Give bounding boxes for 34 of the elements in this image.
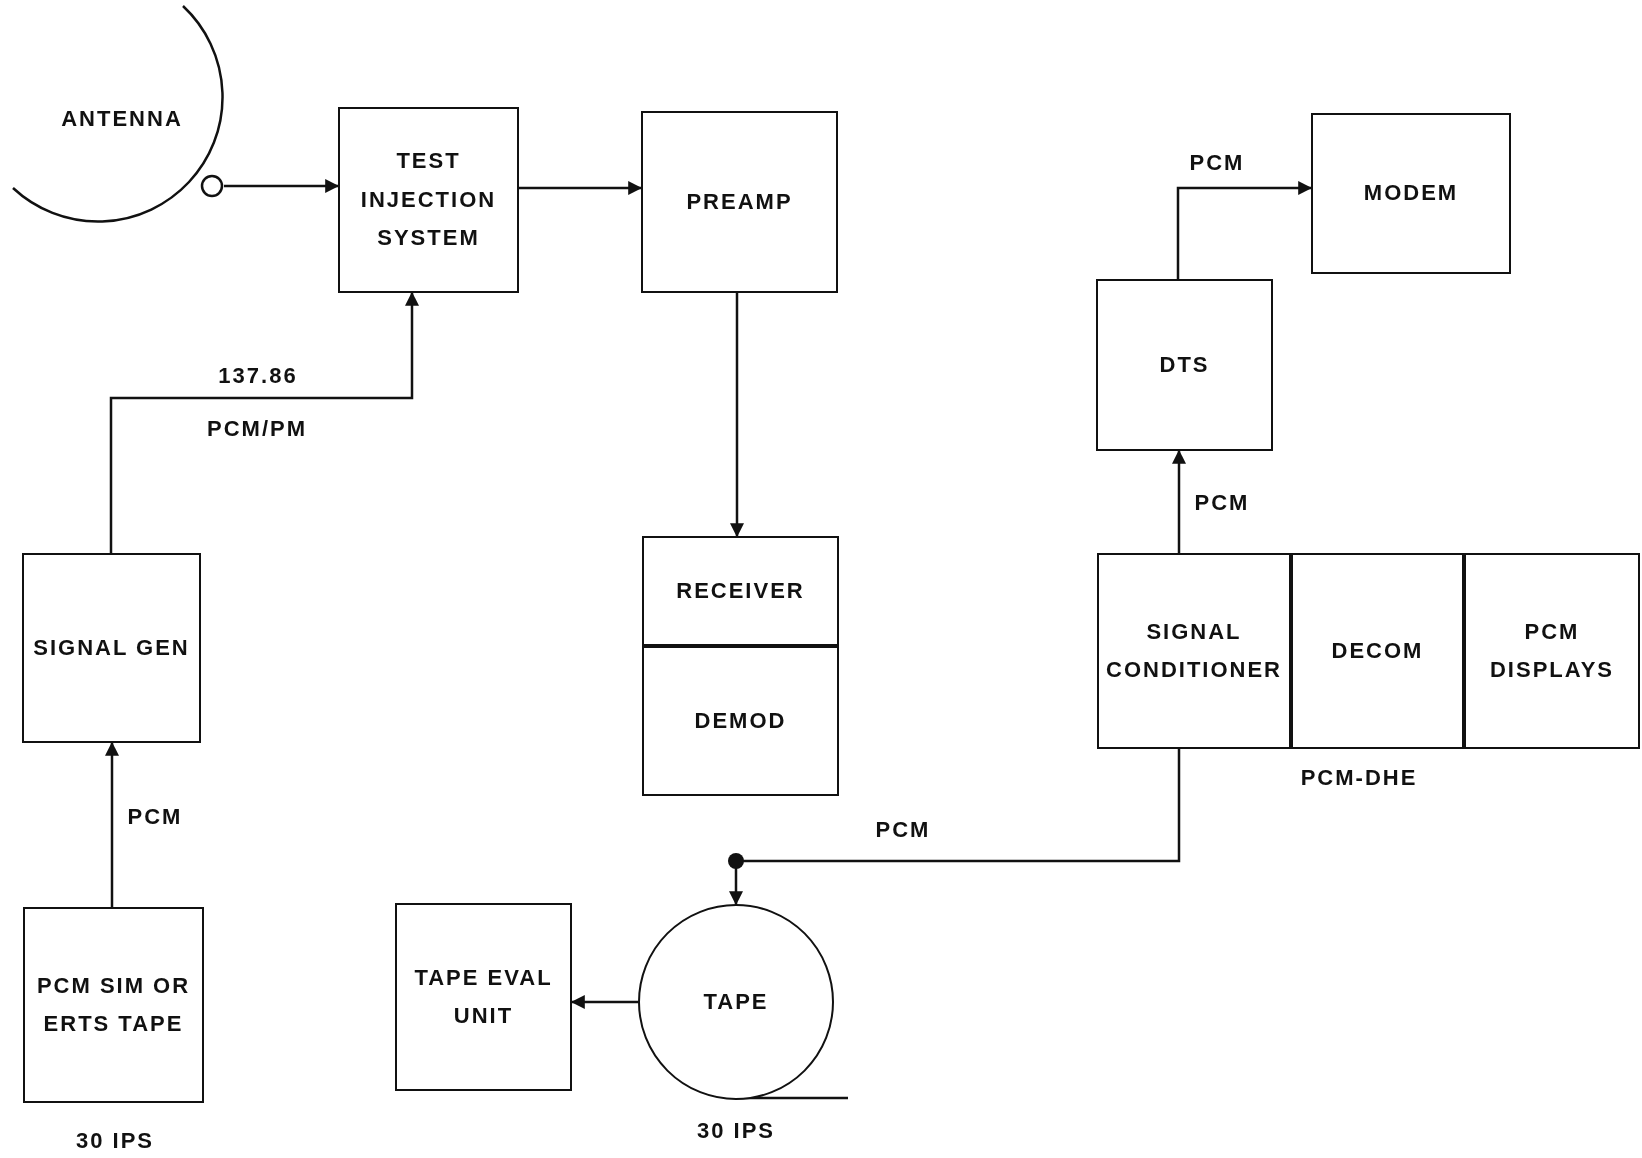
process-box — [1096, 279, 1273, 451]
arrow — [1176, 181, 1313, 279]
box-label: TEST INJECTION SYSTEM — [359, 147, 498, 253]
box-label: SIGNAL GEN — [32, 633, 191, 662]
arrow — [519, 181, 643, 195]
box-label: DECOM — [1330, 636, 1425, 665]
box-label: PCM SIM OR ERTS TAPE — [35, 971, 192, 1038]
process-box — [641, 111, 838, 293]
arrow — [105, 741, 119, 907]
box-label: SIGNAL CONDITIONER — [1105, 617, 1283, 684]
process-box — [22, 553, 201, 743]
box-label: DEMOD — [693, 706, 788, 735]
box-label: TAPE — [702, 987, 770, 1016]
process-box — [642, 646, 839, 796]
box-label: MODEM — [1362, 179, 1460, 208]
process-box — [1097, 553, 1291, 749]
box-label: RECEIVER — [675, 576, 806, 605]
arrow — [729, 749, 1181, 906]
process-box — [1291, 553, 1464, 749]
process-box — [1311, 113, 1511, 274]
arrow — [1172, 449, 1186, 553]
arrow — [224, 179, 340, 193]
process-box — [23, 907, 204, 1103]
process-box — [642, 536, 839, 646]
process-box — [338, 107, 519, 293]
box-label: PREAMP — [685, 187, 794, 216]
process-box — [1464, 553, 1640, 749]
box-label: DTS — [1158, 350, 1211, 379]
box-label: TAPE EVAL UNIT — [413, 963, 554, 1030]
box-label: PCM DISPLAYS — [1489, 617, 1615, 684]
process-box — [395, 903, 572, 1091]
box-label: ANTENNA — [60, 105, 184, 133]
arrow — [109, 291, 419, 553]
arrow — [730, 293, 744, 538]
